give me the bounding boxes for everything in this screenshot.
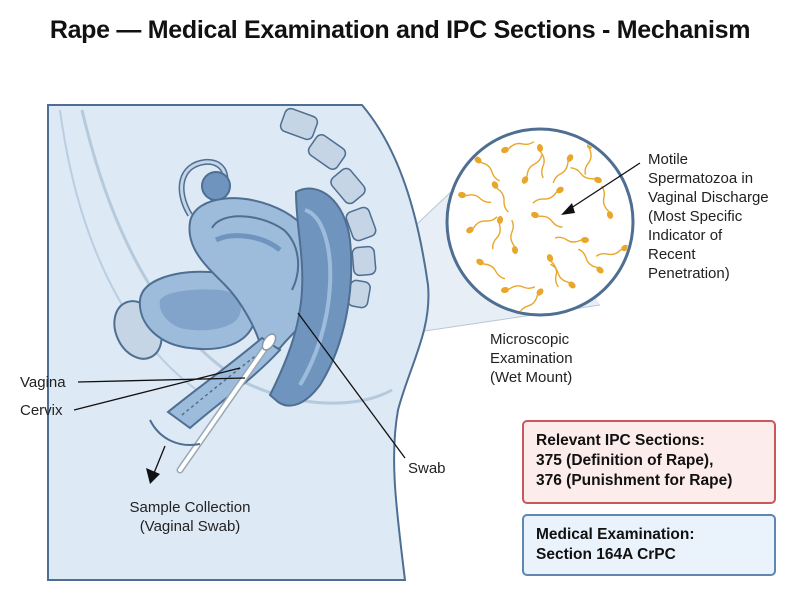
vagina-canal xyxy=(166,336,282,430)
rectum xyxy=(268,187,353,407)
leader-lines xyxy=(73,162,641,479)
sperm-line-5: Recent xyxy=(648,246,696,263)
sperm-line-0: Motile xyxy=(648,151,689,168)
ipc-line2: 376 (Punishment for Rape) xyxy=(536,472,733,489)
sperm-line-4: Indicator of xyxy=(648,227,723,244)
ipc-line1: 375 (Definition of Rape), xyxy=(536,452,714,469)
cervix-label: Cervix xyxy=(20,402,63,419)
microscopic-view xyxy=(445,127,635,317)
medical-heading: Medical Examination: xyxy=(536,526,695,543)
ipc-sections-box: Relevant IPC Sections: 375 (Definition o… xyxy=(522,420,776,504)
sperm-line-1: Spermatozoa in xyxy=(648,170,754,187)
microscopic-line2: Examination xyxy=(490,350,573,367)
spermatozoa-label: Motile Spermatozoa in Vaginal Discharge … xyxy=(648,150,769,283)
sperm-line-2: Vaginal Discharge xyxy=(648,189,769,206)
microscopic-line3: (Wet Mount) xyxy=(490,369,573,386)
sperm-line-3: (Most Specific xyxy=(648,208,743,225)
sperm-line-6: Penetration) xyxy=(648,265,730,282)
sperm-cells xyxy=(451,141,629,313)
swab-instrument xyxy=(176,333,277,474)
ovary xyxy=(201,171,231,201)
sample-collection-label: Sample Collection (Vaginal Swab) xyxy=(110,498,270,536)
medical-exam-box: Medical Examination: Section 164A CrPC xyxy=(522,514,776,576)
sample-collection-line2: (Vaginal Swab) xyxy=(139,518,241,535)
microscopic-exam-label: Microscopic Examination (Wet Mount) xyxy=(490,330,573,387)
medical-line1: Section 164A CrPC xyxy=(536,546,676,563)
microscopic-line1: Microscopic xyxy=(490,331,570,348)
vagina-label: Vagina xyxy=(20,374,66,391)
page-title: Rape — Medical Examination and IPC Secti… xyxy=(49,16,751,44)
swab-label: Swab xyxy=(408,460,446,477)
sample-collection-line1: Sample Collection xyxy=(129,499,251,516)
spine xyxy=(279,107,377,309)
ipc-heading: Relevant IPC Sections: xyxy=(536,432,705,449)
